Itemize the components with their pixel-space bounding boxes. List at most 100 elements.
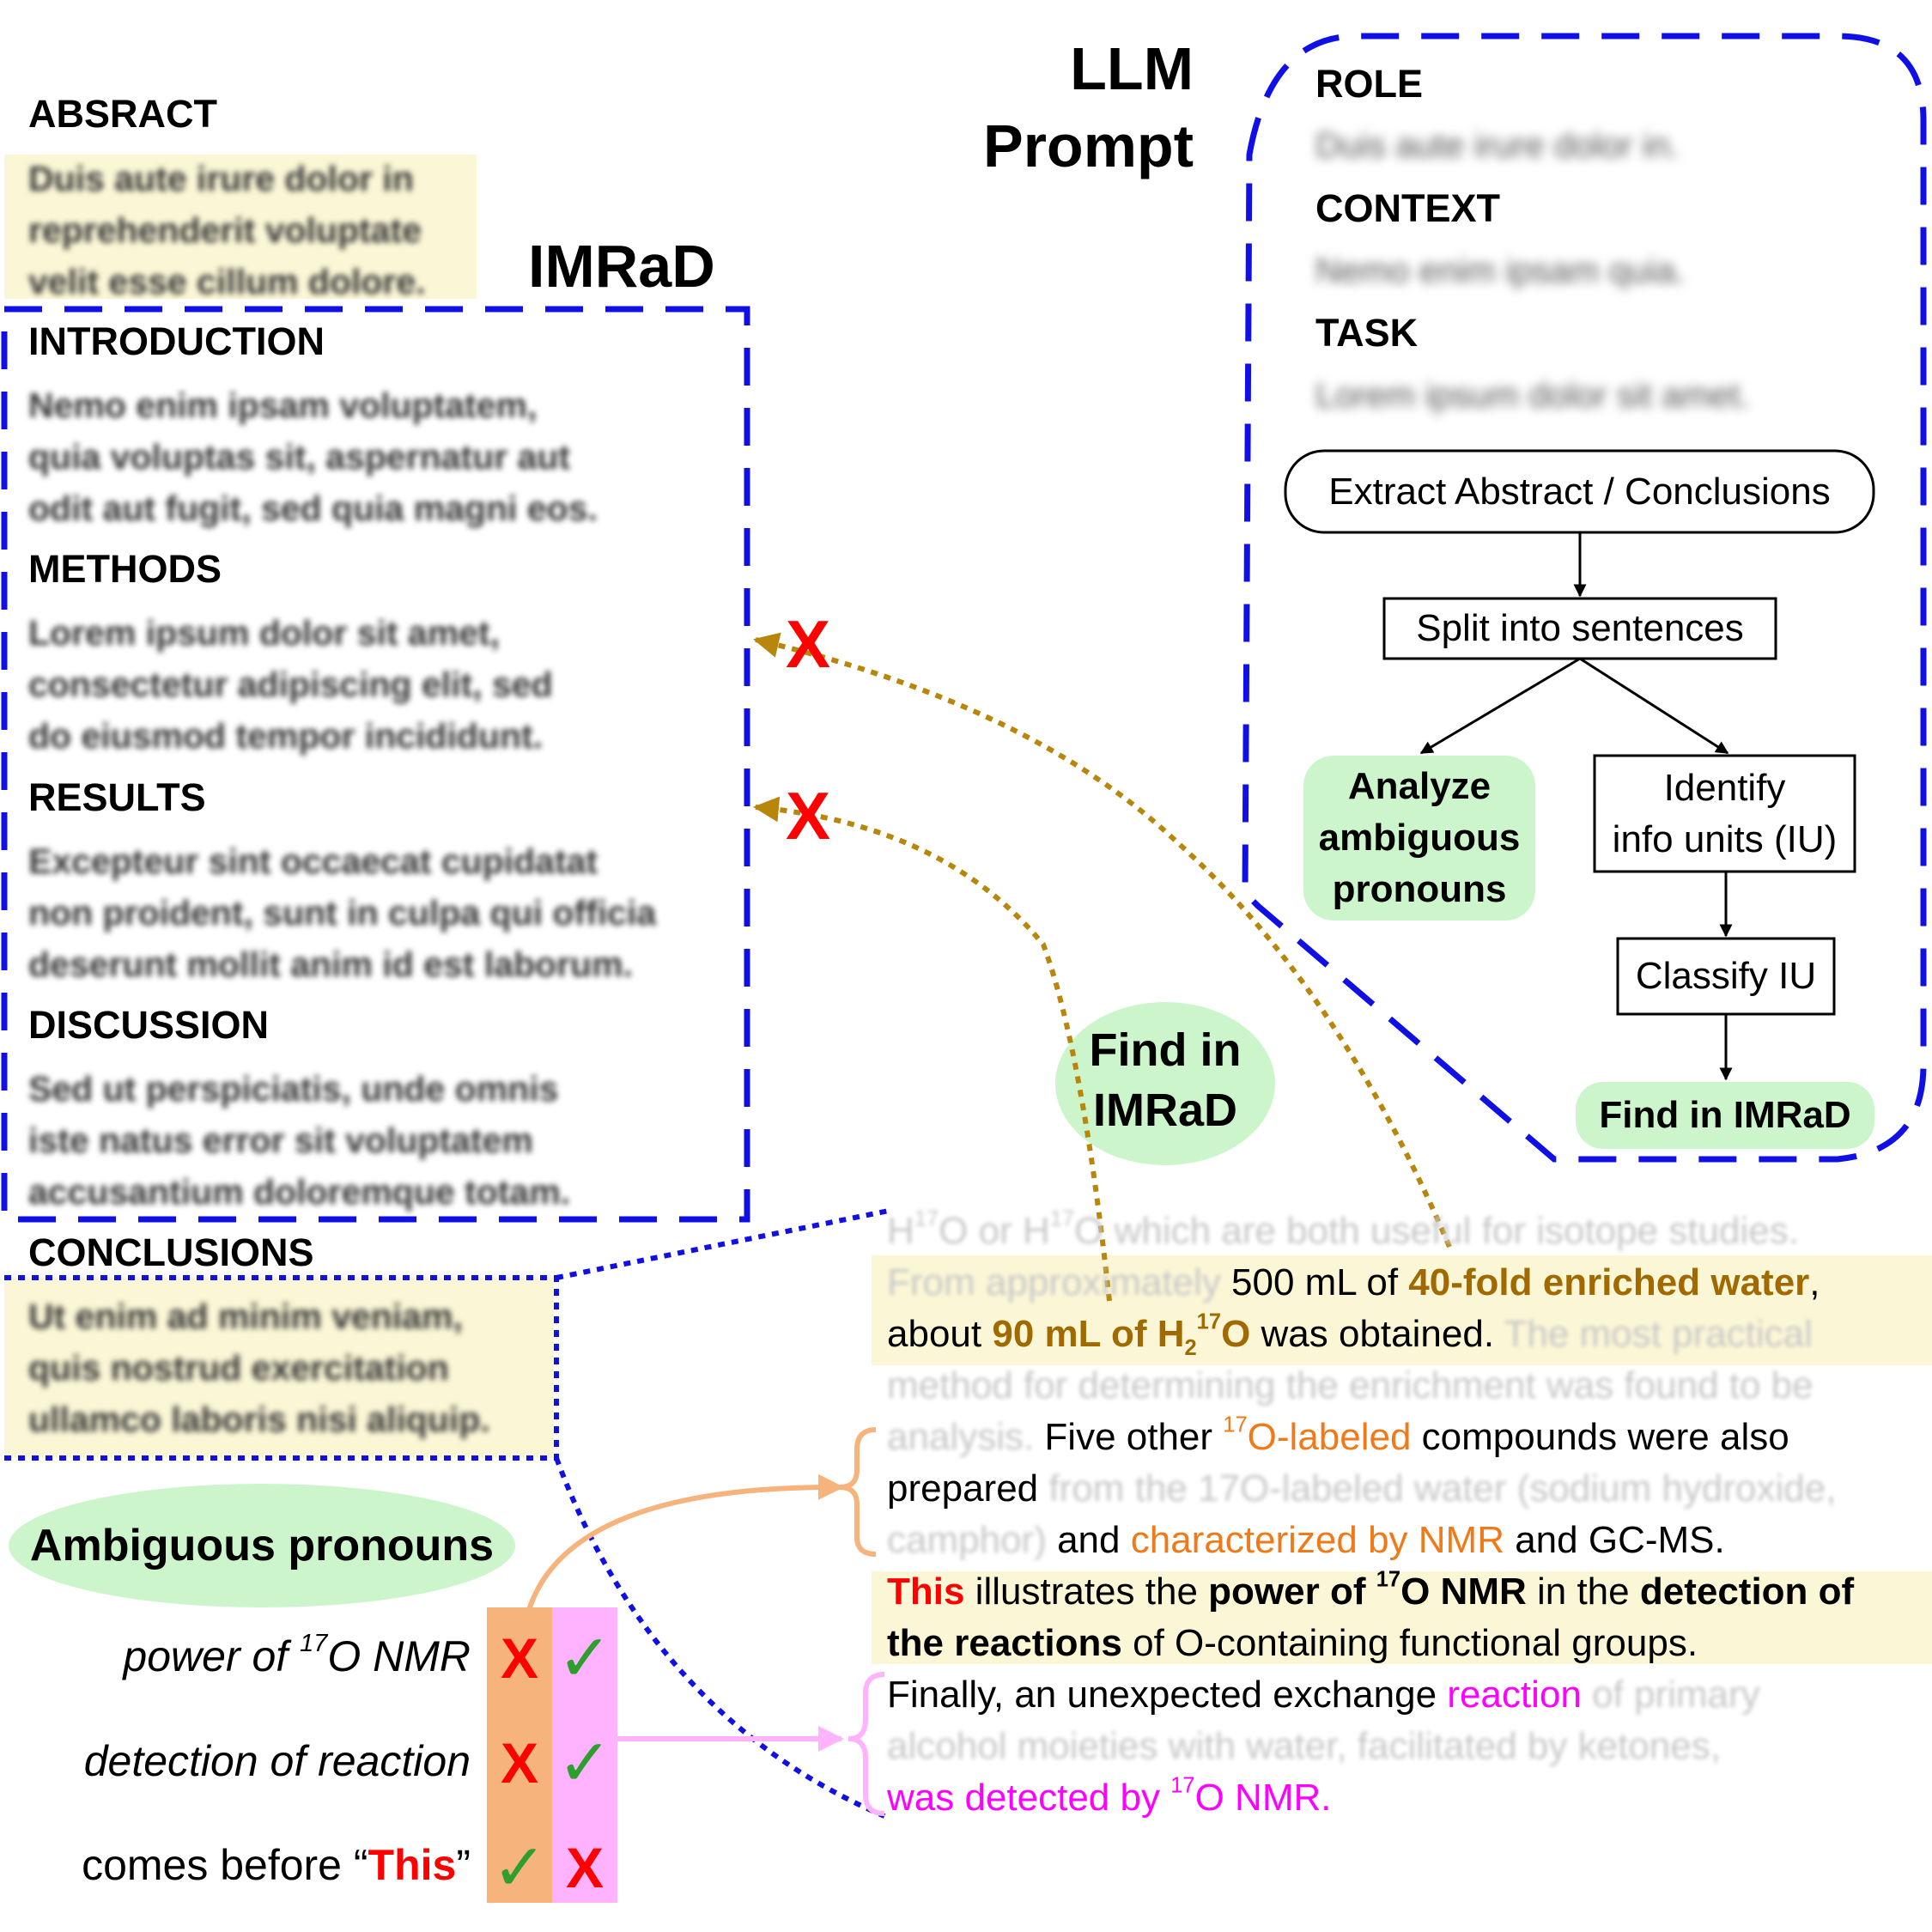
find-bubble-line: Find in [1089, 1024, 1242, 1076]
flow-extract-label: Extract Abstract / Conclusions [1328, 470, 1831, 513]
zoom-line-bottom [554, 1456, 886, 1819]
flow-find-shape [1576, 1082, 1874, 1149]
amb-r3-c1-check-icon: ✓ [492, 1832, 547, 1905]
ambiguous-bubble-shape [9, 1484, 515, 1607]
methods-line: consectetur adipiscing elit, sed [28, 665, 553, 704]
introduction-text: Nemo enim ipsam voluptatem, quia volupta… [28, 380, 598, 534]
excerpt-line-10: Finally, an unexpected exchange reaction… [887, 1674, 1760, 1716]
methods-line: Lorem ipsum dolor sit amet, [28, 613, 501, 653]
excerpt-line-1: H17O or H17O which are both useful for i… [887, 1206, 1799, 1252]
conclusions-line: ullamco laboris nisi aliquip. [28, 1400, 490, 1439]
methods-line: do eiusmod tempor incididunt. [28, 716, 544, 756]
flow-analyze-line: Analyze [1347, 765, 1492, 807]
discussion-text: Sed ut perspiciatis, unde omnis iste nat… [28, 1063, 570, 1218]
role-text: Duis aute irure dolor in. [1315, 125, 1680, 165]
discussion-line: Sed ut perspiciatis, unde omnis [28, 1069, 559, 1109]
prompt-title-line1: LLM [1070, 35, 1194, 102]
flow-identify-label: Identify info units (IU) [1595, 756, 1855, 872]
context-heading: CONTEXT [1315, 186, 1501, 230]
abstract-line: velit esse cillum dolore. [28, 262, 426, 301]
orange-brace [839, 1427, 877, 1557]
prompt-dashed-box [1242, 33, 1927, 1163]
flow-analyze-label: Analyze ambiguous pronouns [1303, 756, 1535, 920]
excerpt-line-9: the reactions of O-containing functional… [887, 1622, 1698, 1664]
find-bubble-shape [1055, 1002, 1275, 1165]
abstract-text: Duis aute irure dolor in reprehenderit v… [28, 153, 426, 307]
flow-classify-label: Classify IU [1635, 955, 1817, 997]
orange-arrow [526, 1473, 844, 1613]
cross-methods-icon: X [786, 606, 831, 682]
flow-analyze-line: pronouns [1332, 868, 1507, 910]
cross-results-icon: X [786, 778, 831, 854]
amb-r2-c1-cross-icon: X [500, 1731, 539, 1795]
excerpt-highlight-2 [872, 1571, 1932, 1664]
results-line: non proident, sunt in culpa qui officia [28, 893, 657, 933]
flow-classify-shape [1616, 937, 1836, 1016]
flow-split-label: Split into sentences [1416, 607, 1744, 649]
context-text: Nemo enim ipsam quia. [1315, 251, 1686, 290]
excerpt: H17O or H17O which are both useful for i… [887, 1206, 1854, 1824]
excerpt-line-7: camphor) and characterized by NMR and GC… [887, 1519, 1725, 1561]
amb-row-3-label: comes before “This” [82, 1841, 471, 1889]
task-text: Lorem ipsum dolor sit amet. [1315, 375, 1750, 415]
find-bubble-label: Find in IMRaD [1055, 1020, 1275, 1140]
results-text: Excepteur sint occaecat cupidatat non pr… [28, 835, 656, 990]
flow-analyze-shape [1303, 756, 1535, 920]
pink-brace [848, 1672, 885, 1816]
excerpt-line-2: From approximately 500 mL of 40-fold enr… [887, 1261, 1820, 1303]
zoom-line-top [556, 1208, 890, 1280]
methods-heading: METHODS [28, 547, 222, 591]
task-heading: TASK [1315, 311, 1419, 355]
introduction-heading: INTRODUCTION [28, 319, 325, 363]
abstract-heading: ABSRACT [28, 92, 217, 136]
discussion-line: accusantium doloremque totam. [28, 1172, 571, 1212]
flow-identify-shape [1593, 754, 1856, 873]
excerpt-line-8: This illustrates the power of 17O NMR in… [887, 1567, 1855, 1613]
discussion-heading: DISCUSSION [28, 1003, 270, 1047]
excerpt-line-6: prepared from the 17O-labeled water (sod… [887, 1467, 1837, 1510]
abstract-line: reprehenderit voluptate [28, 210, 422, 250]
excerpt-highlight-1 [872, 1255, 1932, 1365]
amb-r1-c1-cross-icon: X [500, 1626, 539, 1690]
conclusions-text: Ut enim ad minim veniam, quis nostrud ex… [28, 1291, 490, 1445]
excerpt-line-5: analysis. Five other 17O-labeled compoun… [887, 1413, 1789, 1458]
excerpt-line-3: about 90 mL of H217O was obtained. The m… [887, 1309, 1813, 1361]
flow-identify-line: info units (IU) [1612, 817, 1838, 860]
introduction-line: Nemo enim ipsam voluptatem, [28, 386, 538, 425]
brown-arrow-results [753, 796, 1112, 1302]
abstract-line: Duis aute irure dolor in [28, 159, 414, 198]
introduction-line: quia voluptas sit, aspernatur aut [28, 437, 571, 477]
excerpt-line-12: was detected by 17O NMR. [887, 1773, 1332, 1819]
conclusions-highlight [4, 1278, 554, 1458]
amb-r1-c2-check-icon: ✓ [557, 1622, 612, 1695]
flow-analyze-line: ambiguous [1318, 817, 1521, 859]
conclusions-line: quis nostrud exercitation [28, 1348, 449, 1388]
introduction-line: odit aut fugit, sed quia magni eos. [28, 489, 598, 528]
excerpt-line-4: method for determining the enrichment wa… [887, 1364, 1814, 1406]
results-line: deserunt mollit anim id est laborum. [28, 945, 633, 984]
flow-identify-line: Identify [1663, 766, 1786, 809]
discussion-line: iste natus error sit voluptatem [28, 1121, 533, 1160]
amb-r2-c2-check-icon: ✓ [557, 1727, 612, 1800]
flow-split-shape [1382, 597, 1777, 660]
amb-row-2-label: detection of reaction [83, 1737, 471, 1785]
excerpt-line-11: alcohol moieties with water, facilitated… [887, 1725, 1721, 1767]
amb-col-1 [487, 1607, 552, 1903]
role-heading: ROLE [1315, 62, 1424, 106]
amb-col-2 [552, 1607, 617, 1903]
prompt-title-line2: Prompt [983, 112, 1194, 179]
imrad-dashed-box [1, 306, 750, 1223]
methods-text: Lorem ipsum dolor sit amet, consectetur … [28, 607, 553, 762]
results-line: Excepteur sint occaecat cupidatat [28, 841, 598, 881]
imrad-label: IMRaD [528, 233, 715, 300]
find-bubble-line: IMRaD [1092, 1084, 1237, 1136]
abstract-highlight [4, 155, 477, 299]
ambiguous-title: Ambiguous pronouns [29, 1521, 495, 1571]
amb-r3-c2-cross-icon: X [565, 1836, 605, 1899]
brown-arrow-methods [753, 632, 1452, 1249]
results-heading: RESULTS [28, 775, 206, 819]
conclusions-heading: CONCLUSIONS [28, 1230, 314, 1274]
conclusions-dotted-box [4, 1275, 559, 1461]
